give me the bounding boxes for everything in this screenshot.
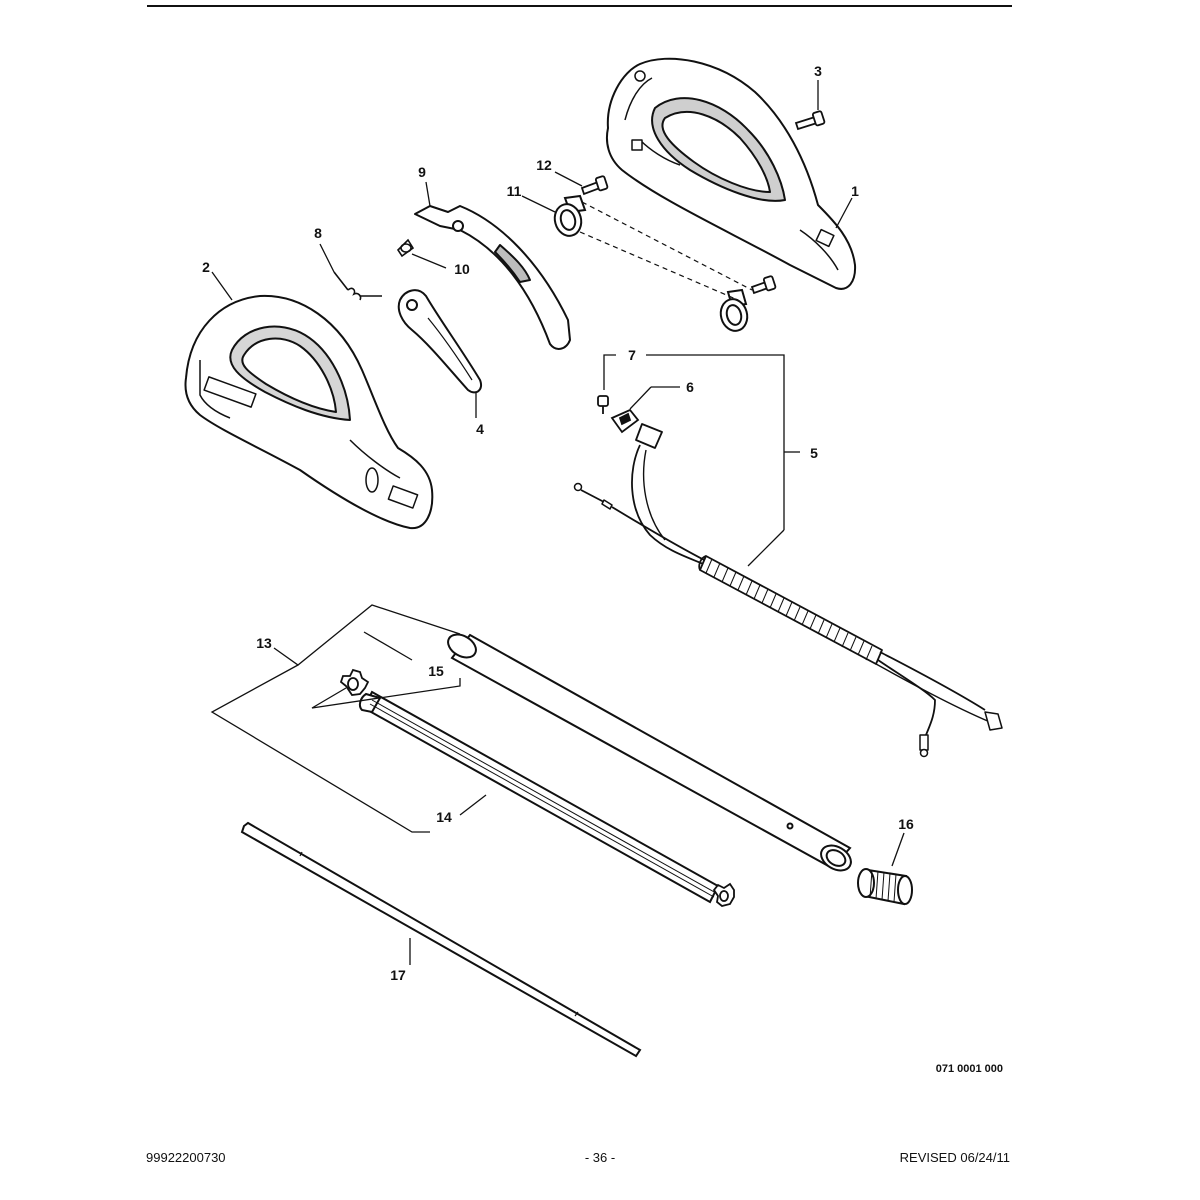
part-5-throttle-cable[interactable] <box>573 423 1003 758</box>
part-10-spring[interactable] <box>396 238 415 258</box>
callout-10: 10 <box>454 261 470 277</box>
part-7-screw[interactable] <box>597 395 609 414</box>
part-11-clamp[interactable] <box>551 194 750 334</box>
callout-3: 3 <box>814 63 822 79</box>
part-13-tube[interactable] <box>444 630 855 876</box>
footer-page-number: - 36 - <box>584 1150 616 1165</box>
callout-4: 4 <box>476 421 484 437</box>
part-4-throttle-trigger[interactable] <box>397 289 482 394</box>
callout-9: 9 <box>418 164 426 180</box>
callout-8: 8 <box>314 225 322 241</box>
callout-7: 7 <box>628 347 636 363</box>
part-9-lock-lever[interactable] <box>414 205 571 350</box>
callout-16: 16 <box>898 816 914 832</box>
callout-6: 6 <box>686 379 694 395</box>
part-17-drive-shaft[interactable] <box>240 821 642 1058</box>
callout-17: 17 <box>390 967 406 983</box>
part-8-spring[interactable] <box>333 271 382 301</box>
callout-2: 2 <box>202 259 210 275</box>
callout-13: 13 <box>256 635 272 651</box>
part-3-screw[interactable] <box>794 110 826 131</box>
leader-lines <box>210 80 905 965</box>
footer-part-number: 99922200730 <box>146 1150 226 1165</box>
part-2-handle-half-left[interactable] <box>184 294 434 530</box>
part-6-switch[interactable] <box>610 408 640 434</box>
part-14-liner[interactable] <box>358 690 720 904</box>
callout-14: 14 <box>436 809 452 825</box>
callout-1: 1 <box>851 183 859 199</box>
part-1-handle-half-right[interactable] <box>605 57 857 290</box>
callout-15: 15 <box>428 663 444 679</box>
part-15-liner-clip[interactable] <box>339 668 735 907</box>
callout-5: 5 <box>810 445 818 461</box>
part-16-coupler[interactable] <box>857 868 913 906</box>
callout-11: 11 <box>507 183 522 199</box>
callout-12: 12 <box>536 157 552 173</box>
alignment-lines <box>579 201 753 301</box>
footer-revision: REVISED 06/24/11 <box>899 1150 1010 1165</box>
drawing-number: 071 0001 000 <box>936 1063 1003 1075</box>
part-12-screw[interactable] <box>580 175 777 295</box>
